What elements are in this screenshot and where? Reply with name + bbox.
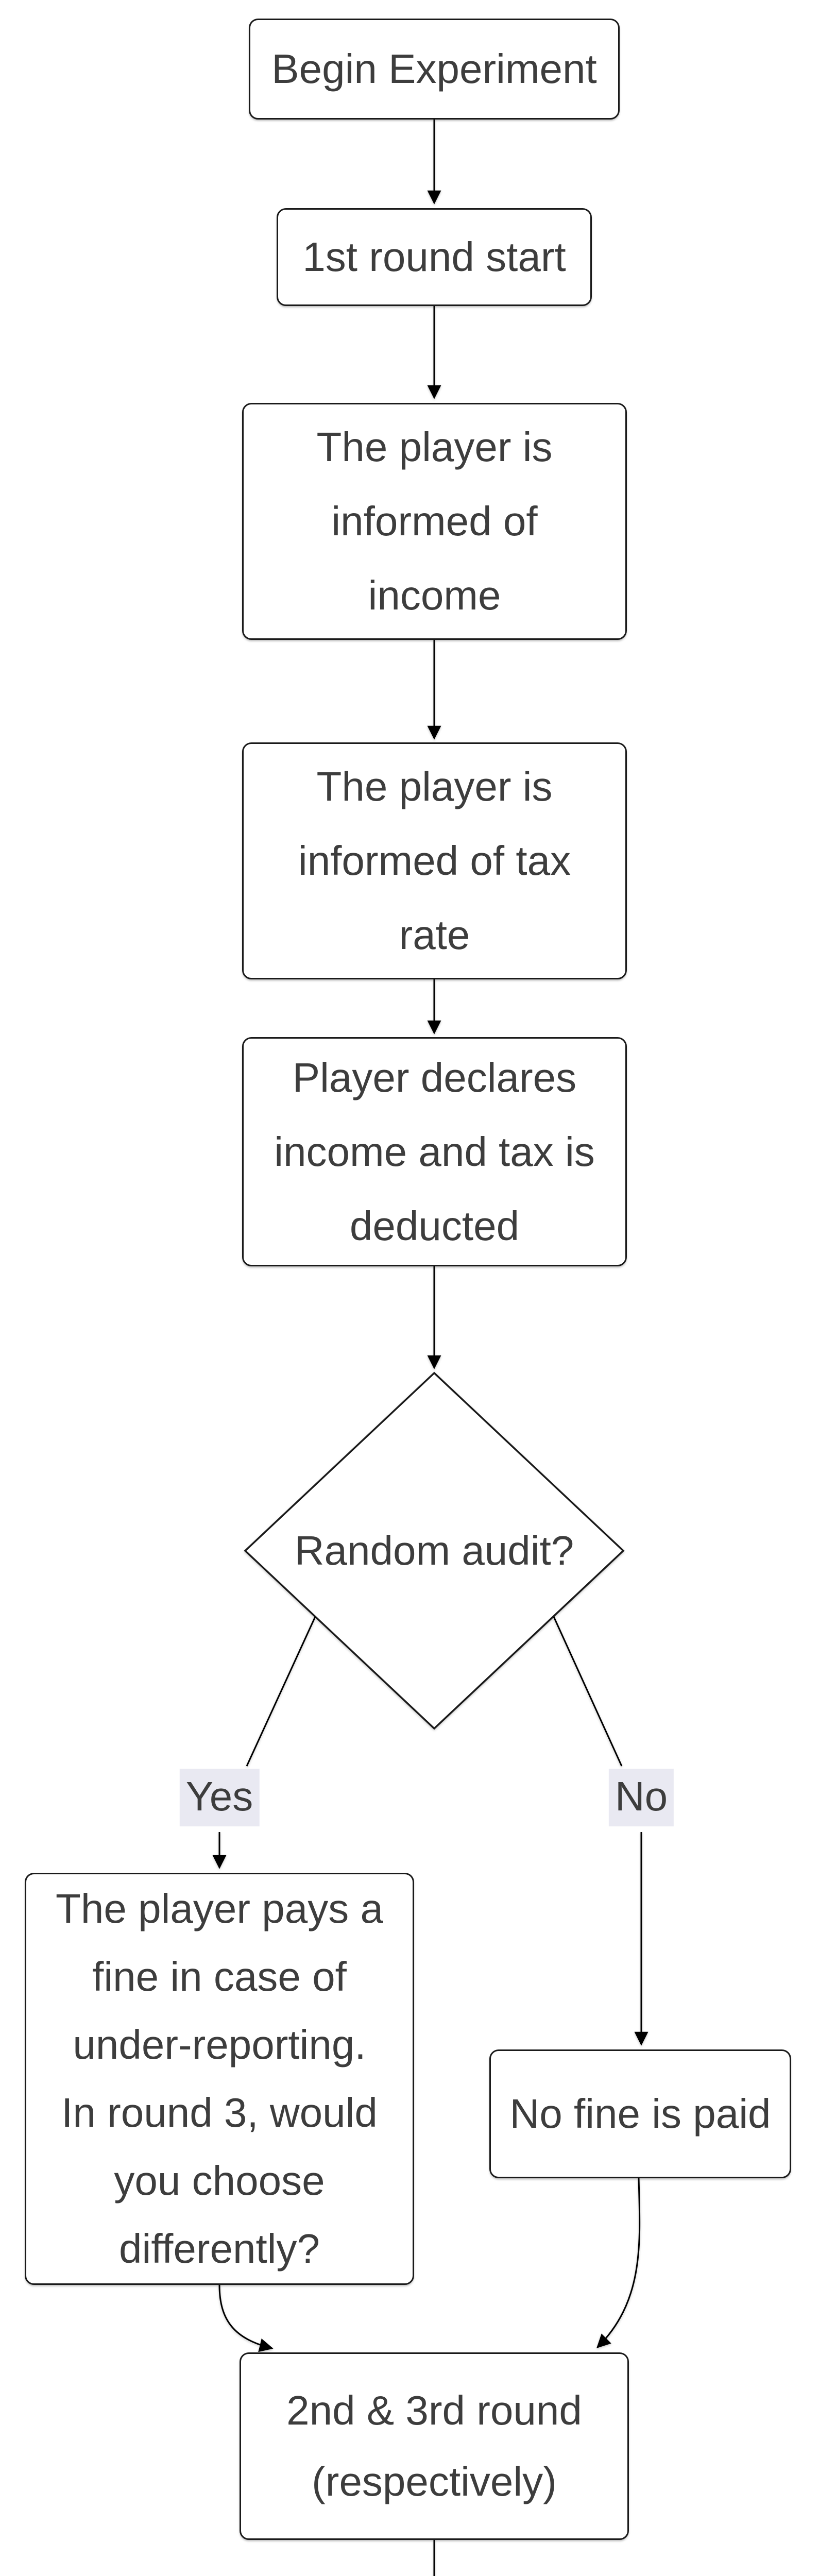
node-informed-of-tax-rate: The player is informed of tax rate <box>242 742 627 979</box>
decision-diamond-shape <box>244 1371 625 1730</box>
branch-label-no: No <box>608 1769 674 1826</box>
connector-no-fine-box-to-rounds23 <box>596 2178 641 2348</box>
node-first-round-start: 1st round start <box>277 208 592 306</box>
node-declares-income: Player declares income and tax is deduct… <box>242 1037 627 1266</box>
branch-label-yes: Yes <box>179 1769 260 1826</box>
node-second-third-round: 2nd & 3rd round (respectively) <box>240 2352 629 2540</box>
connector-fine-box-to-rounds23 <box>218 2284 274 2352</box>
node-random-audit-decision: Random audit? <box>294 1528 574 1573</box>
node-no-fine-paid: No fine is paid <box>489 2049 791 2178</box>
connector-audit-to-yes-label <box>246 1616 316 1767</box>
node-informed-of-income: The player is informed of income <box>242 403 627 640</box>
node-pays-fine: The player pays a fine in case of under-… <box>25 1873 414 2285</box>
node-begin-experiment: Begin Experiment <box>249 19 620 120</box>
connector-audit-to-no-label <box>553 1616 623 1767</box>
